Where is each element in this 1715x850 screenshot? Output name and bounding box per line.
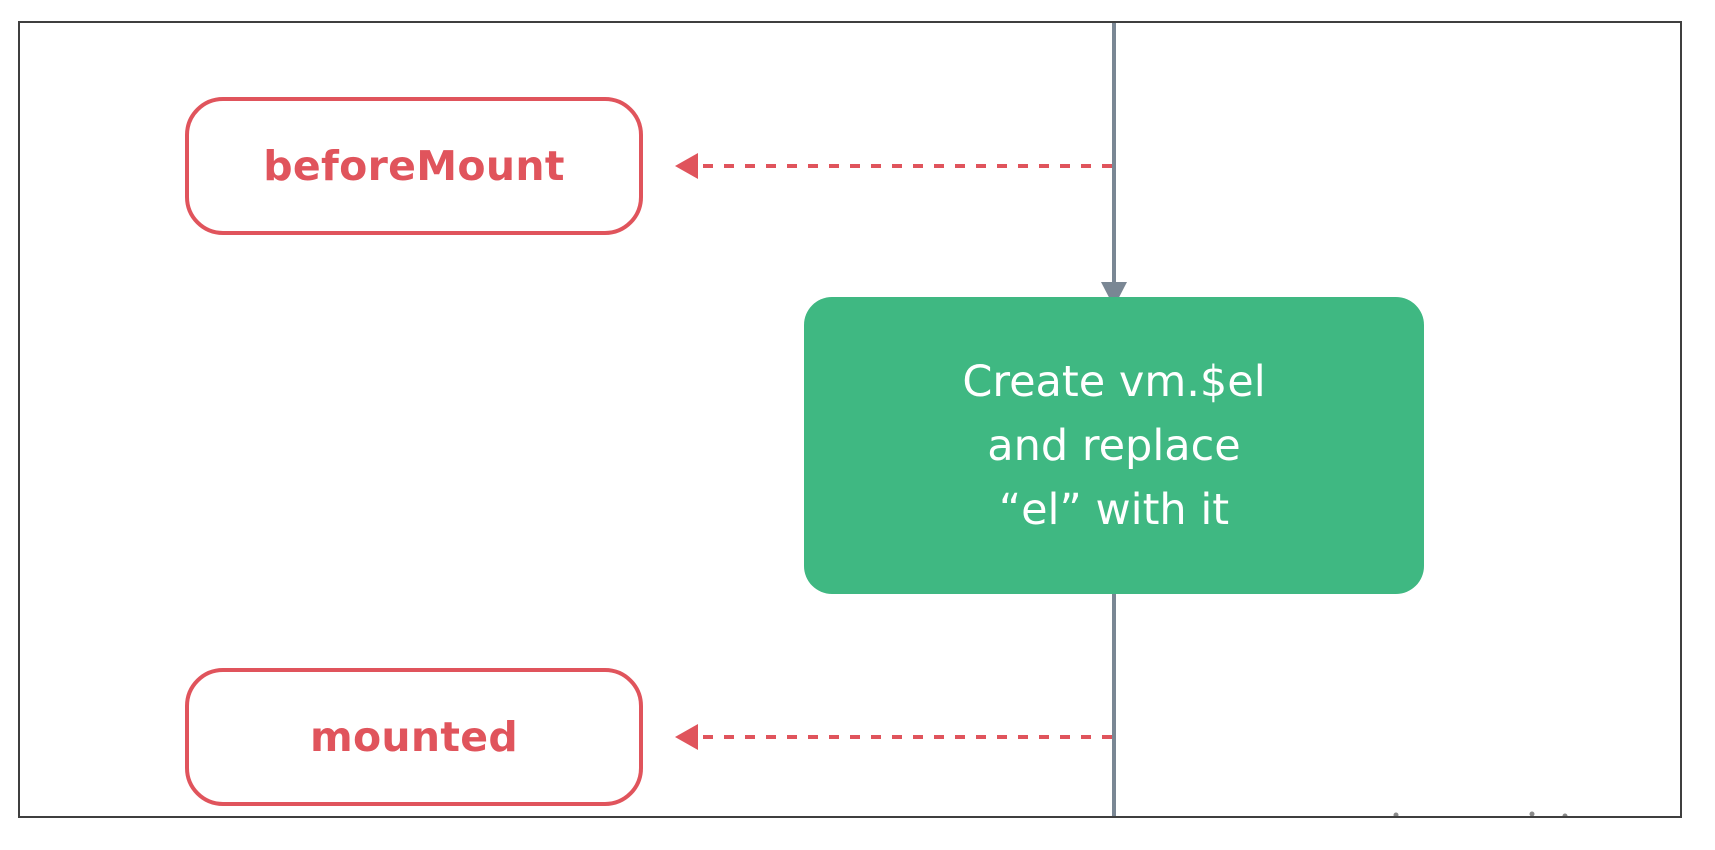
mounted-label: mounted	[309, 713, 519, 761]
process-line-2: and replace	[987, 420, 1241, 471]
flow-arrow-down	[1101, 282, 1127, 307]
dashed-arrow-mounted	[675, 724, 698, 750]
create-el-process-box: Create vm.$el and replace “el” with it	[804, 297, 1424, 594]
connector-layer	[675, 23, 1568, 816]
process-line-1: Create vm.$el	[962, 356, 1266, 407]
dashed-arrow-before-mount	[675, 153, 698, 179]
edge-mark	[1529, 811, 1535, 816]
diagram-frame: beforeMount Create vm.$el and replace “e…	[18, 21, 1682, 818]
process-line-3: “el” with it	[998, 484, 1230, 535]
before-mount-label: beforeMount	[263, 142, 565, 190]
edge-mark	[1393, 812, 1399, 816]
before-mount-hook: beforeMount	[185, 97, 643, 235]
edge-mark	[1562, 813, 1568, 816]
mounted-hook: mounted	[185, 668, 643, 806]
